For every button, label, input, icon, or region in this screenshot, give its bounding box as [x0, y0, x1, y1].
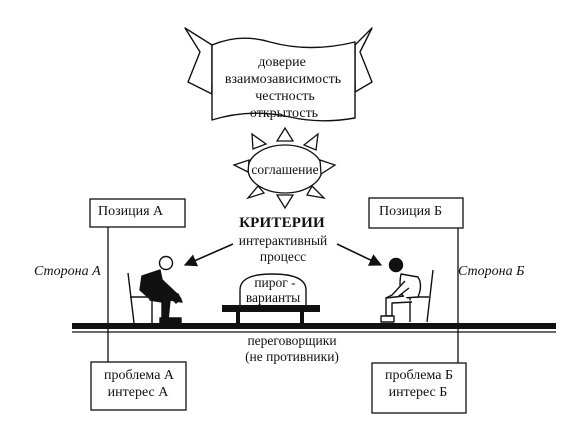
sun-ray — [319, 159, 337, 176]
interest-b-label: интерес Б — [388, 385, 448, 400]
person-b-legs — [385, 295, 413, 317]
negotiators-line1: переговорщики — [247, 333, 337, 348]
banner-line-interdependence: взаимозависимость — [224, 72, 342, 87]
pie-label-line2: варианты — [245, 290, 301, 305]
problem-b-box — [371, 362, 467, 414]
banner-line-trust: доверие — [258, 55, 306, 70]
chair-a-back — [127, 272, 135, 324]
criteria-line-interactive: интерактивный — [238, 233, 328, 248]
table-top — [222, 305, 320, 312]
person-b — [380, 257, 434, 323]
banner-line-openness: открытость — [249, 106, 319, 121]
sun-ray — [275, 126, 295, 142]
criteria-title: КРИТЕРИИ — [239, 215, 325, 231]
problem-a-label: проблема А — [103, 368, 175, 383]
pie-table — [222, 273, 320, 324]
person-a-legs — [148, 289, 183, 321]
arrow-to-party-a — [183, 243, 234, 267]
banner-body — [211, 37, 356, 122]
position-b-label: Позиция Б — [379, 204, 443, 219]
values-banner — [184, 27, 373, 122]
table-leg — [236, 311, 240, 324]
banner-line-honesty: честность — [255, 89, 315, 104]
problem-a-box — [90, 361, 187, 411]
pie-dome — [239, 273, 307, 305]
sun-ray — [275, 194, 295, 210]
problem-b-label: проблема Б — [385, 368, 453, 383]
person-a-foot — [159, 317, 182, 324]
person-a — [127, 255, 183, 324]
interest-a-label: интерес А — [107, 385, 169, 400]
agreement-label: соглашение — [251, 162, 319, 177]
arrow-to-party-b — [336, 243, 383, 266]
floor-bar — [72, 323, 556, 329]
sun-ray — [251, 132, 268, 150]
person-b-head — [388, 257, 404, 273]
position-a-label: Позиция А — [98, 204, 164, 219]
banner-right-tail — [354, 27, 373, 93]
sun-ray — [246, 184, 266, 200]
sun-ray — [305, 184, 326, 199]
sun-ray — [232, 159, 250, 174]
person-b-torso — [399, 273, 422, 299]
table-leg — [300, 311, 304, 324]
side-a-label: Сторона А — [34, 264, 101, 279]
position-a-box — [89, 198, 186, 228]
banner-left-tail — [184, 27, 213, 95]
chair-b-back — [426, 269, 434, 323]
person-b-foot — [380, 315, 395, 323]
pie-label-line1: пирог - — [254, 275, 296, 290]
side-b-label: Сторона Б — [458, 264, 525, 279]
criteria-line-process: процесс — [259, 249, 307, 264]
sun-ray — [302, 132, 319, 151]
negotiators-line2: (не противники) — [245, 349, 339, 364]
agreement-sun — [232, 126, 337, 210]
position-b-box — [368, 197, 464, 229]
person-a-head — [158, 255, 174, 271]
